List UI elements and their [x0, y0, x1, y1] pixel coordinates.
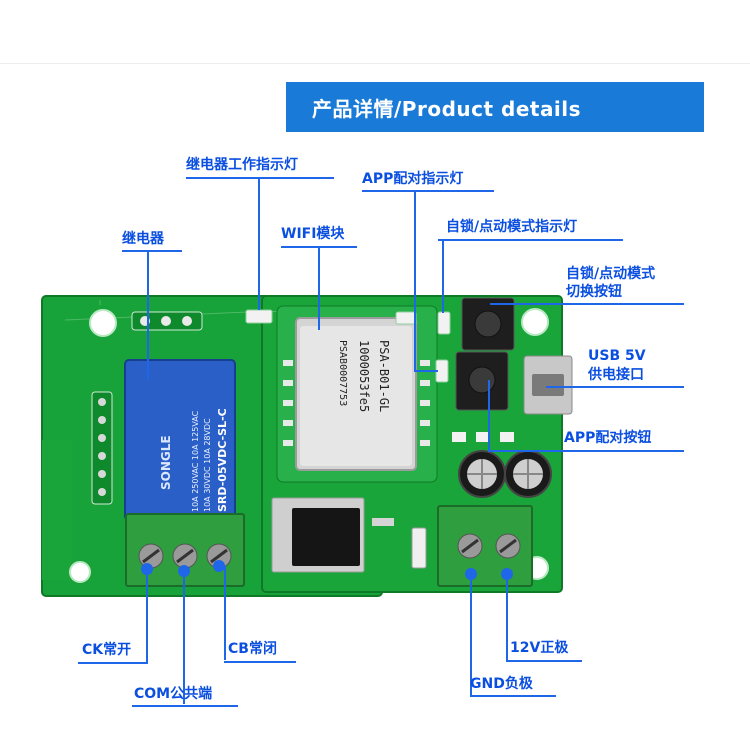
terminal-dot — [141, 563, 153, 575]
leader-line — [488, 380, 490, 450]
label-mode-switch-2: 切换按钮 — [566, 284, 622, 300]
led — [395, 311, 417, 325]
mod-l1: PSA-B01-GL — [377, 340, 391, 412]
leader-line — [414, 190, 416, 370]
leader-line — [183, 572, 185, 704]
terminal-dot — [465, 568, 477, 580]
voltage-regulator — [271, 497, 394, 573]
label-mode-switch-1: 自锁/点动模式 — [566, 266, 656, 282]
label-cb: CB常闭 — [228, 641, 277, 657]
terminal-block-2 — [437, 505, 533, 587]
leader-line — [224, 661, 296, 663]
terminal-dot — [178, 565, 190, 577]
relay-led — [245, 309, 273, 324]
leader-line — [546, 386, 684, 388]
leader-line — [414, 370, 438, 372]
label-relay-indicator: 继电器工作指示灯 — [186, 157, 298, 173]
label-usb-1: USB 5V — [588, 348, 646, 364]
page-title: 产品详情/Product details — [286, 82, 704, 132]
leader-line — [258, 177, 260, 310]
smd — [476, 432, 490, 442]
capacitor-left — [458, 450, 506, 498]
mode-led — [437, 311, 451, 335]
mount-hole — [69, 561, 91, 583]
wifi-module: PSA-B01-GL 1000053fe5 PSAB0007753 — [276, 305, 438, 483]
leader-line — [318, 246, 320, 330]
label-usb-2: 供电接口 — [588, 367, 644, 383]
mount-hole — [521, 308, 549, 336]
mod-l3: PSAB0007753 — [337, 340, 348, 406]
smd — [500, 432, 514, 442]
label-gnd: GND负极 — [470, 676, 533, 692]
relay-component: SONGLE 10A 250VAC 10A 125VAC 10A 30VDC 1… — [124, 359, 236, 521]
pin-header-top — [131, 311, 203, 331]
leader-line — [186, 177, 334, 179]
leader-line — [132, 705, 238, 707]
relay-brand: SONGLE — [159, 435, 173, 490]
leader-line — [147, 250, 149, 380]
label-relay: 继电器 — [122, 231, 164, 247]
relay-r1: 10A 250VAC 10A 125VAC — [191, 410, 200, 512]
label-12v: 12V正极 — [510, 640, 569, 656]
top-divider — [0, 63, 750, 64]
leader-line — [442, 239, 444, 313]
leader-line — [506, 575, 508, 661]
leader-line — [146, 570, 148, 662]
leader-line — [78, 662, 148, 664]
mode-switch-button — [461, 297, 515, 351]
label-app-pair-button: APP配对按钮 — [564, 430, 652, 446]
label-wifi-module: WIFI模块 — [281, 226, 345, 242]
app-pair-button — [455, 351, 509, 411]
label-com: COM公共端 — [134, 686, 213, 702]
pin-header-left — [91, 391, 113, 505]
label-mode-indicator: 自锁/点动模式指示灯 — [446, 219, 578, 235]
label-ck: CK常开 — [82, 642, 132, 658]
leader-line — [506, 660, 582, 662]
leader-line — [470, 575, 472, 695]
mount-hole — [89, 309, 117, 337]
leader-line — [224, 566, 226, 660]
leader-line — [488, 450, 684, 452]
leader-line — [362, 190, 494, 192]
label-app-pair-indicator: APP配对指示灯 — [362, 171, 464, 187]
relay-model: SRD-05VDC-SL-C — [216, 408, 229, 512]
leader-line — [490, 303, 684, 305]
smd — [452, 432, 466, 442]
diode — [411, 527, 427, 569]
leader-line — [438, 239, 623, 241]
capacitor-right — [504, 450, 552, 498]
usb-connector — [523, 355, 573, 415]
terminal-dot — [501, 568, 513, 580]
mod-l2: 1000053fe5 — [357, 340, 371, 412]
leader-line — [470, 695, 556, 697]
relay-r2: 10A 30VDC 10A 28VDC — [203, 418, 212, 512]
leader-line — [122, 250, 182, 252]
terminal-dot — [213, 560, 225, 572]
